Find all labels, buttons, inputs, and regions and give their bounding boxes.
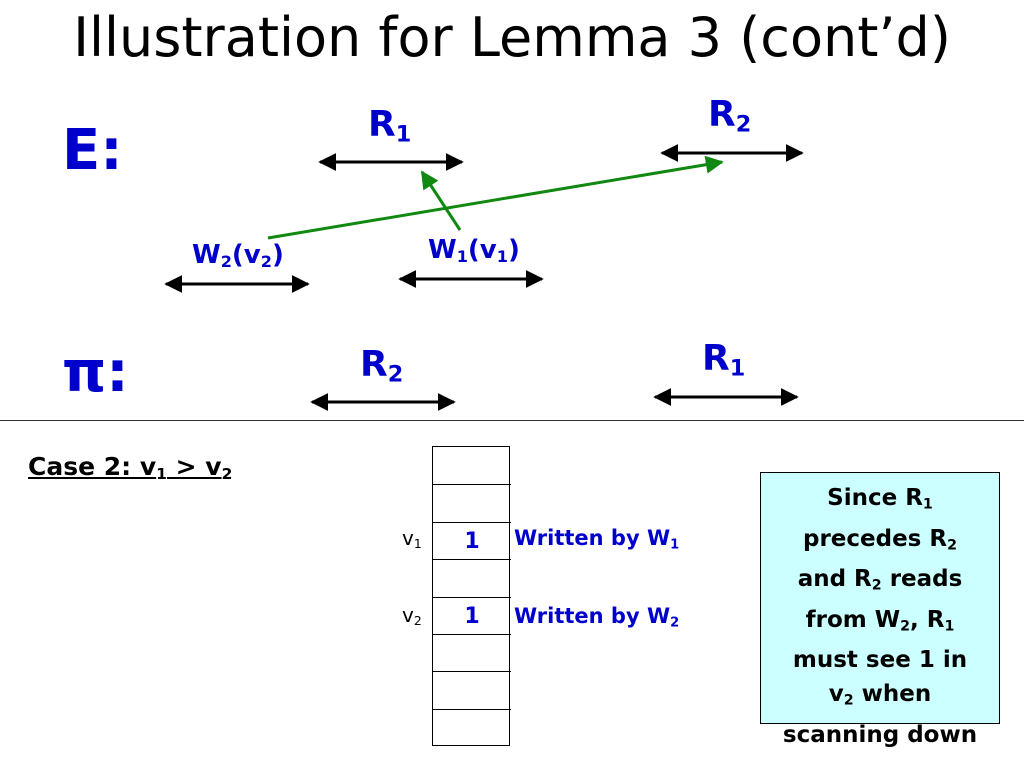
explanation-box: Since R1 precedes R2 and R2 reads from W…: [760, 472, 1000, 748]
note-line: and R2 reads: [797, 566, 963, 594]
label-pi-R2: R2: [360, 344, 404, 388]
array-cell: [433, 671, 511, 709]
execution-label: E:: [62, 118, 123, 183]
note-line: Since R1: [827, 485, 933, 513]
array-cell-v2: 1: [433, 597, 511, 635]
array-cell: [433, 709, 511, 747]
label-pi-R1: R1: [702, 338, 746, 382]
note-line: scanning down: [782, 721, 978, 748]
note-line: v2 when: [828, 681, 932, 709]
array-cell: [433, 484, 511, 522]
array-cell: [433, 559, 511, 597]
note-line: from W2, R1: [805, 606, 955, 635]
label-E-W1: W1(v1): [428, 235, 520, 267]
label-E-R1: R1: [368, 104, 412, 148]
divider-line: [0, 420, 1024, 421]
case-heading: Case 2: v1 > v2: [28, 452, 233, 483]
reads-from-arrow-W1-R1: [420, 170, 462, 231]
annotation-written-by-w1: Written by W1: [514, 526, 680, 553]
label-E-R2: R2: [708, 94, 752, 138]
page-title: Illustration for Lemma 3 (cont’d): [73, 6, 951, 69]
permutation-label: π:: [62, 340, 129, 405]
array-cell: [433, 446, 511, 484]
annotation-written-by-w2: Written by W2: [514, 604, 680, 631]
array-index-v1: v1: [402, 526, 422, 552]
array-cell-v1: 1: [433, 522, 511, 560]
array-index-v2: v2: [402, 603, 422, 629]
note-line: precedes R2: [802, 525, 958, 554]
note-line: must see 1 in: [792, 647, 968, 674]
reads-from-arrow-W2-R2: [267, 155, 724, 240]
array-cell: [433, 634, 511, 672]
label-E-W2: W2(v2): [192, 240, 284, 272]
register-array: 1 1: [432, 446, 511, 747]
